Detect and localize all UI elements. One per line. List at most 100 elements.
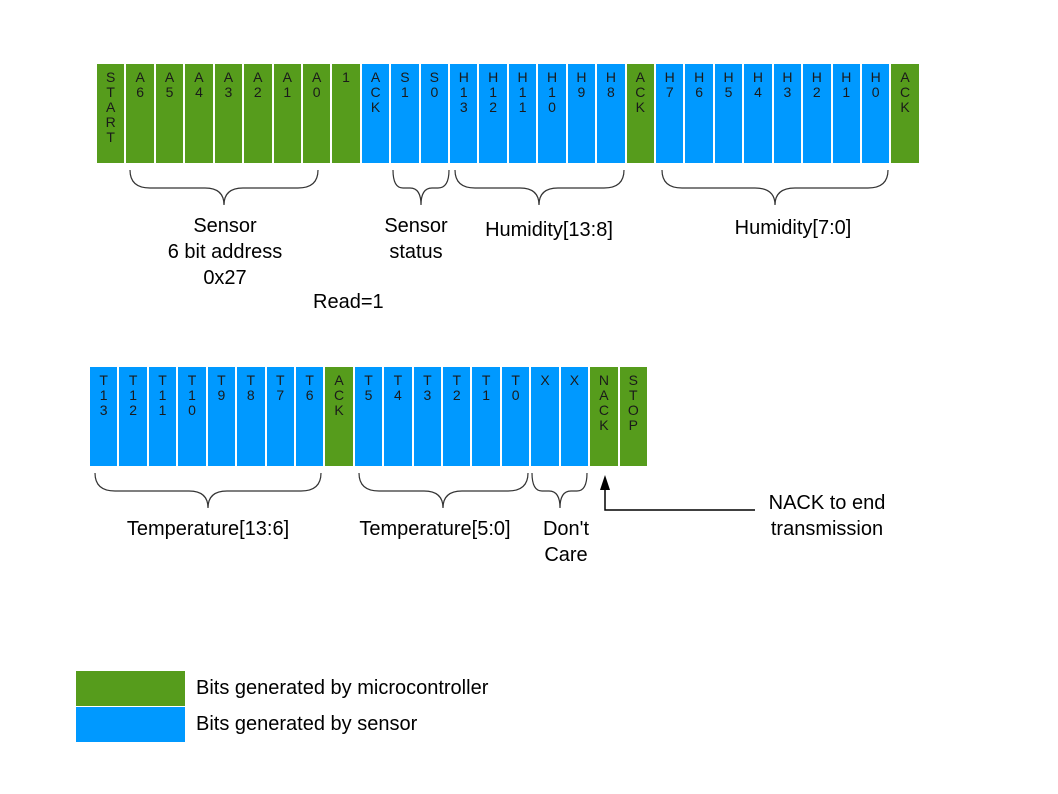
bit-label: T 5 <box>364 372 373 403</box>
bit-label: A C K <box>370 69 381 115</box>
bit-cell-t1: T 1 <box>472 367 502 466</box>
bit-label: H 1 1 <box>517 69 528 115</box>
bit-cell-a1: A 1 <box>273 64 303 163</box>
bit-label: A 6 <box>135 69 145 100</box>
bit-cell-h1: H 1 <box>832 64 862 163</box>
bit-label: H 2 <box>811 69 822 100</box>
bit-label: H 5 <box>723 69 734 100</box>
brace-dont-care <box>531 472 588 509</box>
bit-cell-a6: A 6 <box>126 64 156 163</box>
bit-cell-a0: A 0 <box>302 64 333 163</box>
bit-cell-h6: H 6 <box>685 64 715 163</box>
bit-label: T 1 0 <box>187 372 197 418</box>
bit-label: S T A R T <box>105 69 116 145</box>
bit-label: A 5 <box>164 69 175 100</box>
bit-label: H 8 <box>605 69 616 100</box>
bit-cell-s1: S 1 <box>391 64 421 163</box>
bit-cell-a2: A 2 <box>244 64 274 163</box>
brace-sensor-status <box>392 169 450 206</box>
bit-label: T 1 3 <box>99 372 108 418</box>
bit-cell-t2: T 2 <box>443 367 473 466</box>
bit-label: 1 <box>342 69 350 85</box>
bit-cell-t10: T 1 0 <box>178 367 208 466</box>
bit-label: X <box>540 372 550 388</box>
bit-cell-stop: S T O P <box>619 367 648 466</box>
bit-label: A 1 <box>282 69 292 100</box>
brace-temperature-low <box>358 472 529 509</box>
bit-cell-x: X <box>531 367 561 466</box>
bit-cell-h9: H 9 <box>567 64 598 163</box>
bit-cell-h12: H 1 2 <box>479 64 509 163</box>
label-nack-note: NACK to end transmission <box>768 492 886 540</box>
brace-humidity-high <box>454 169 625 206</box>
bit-cell-t12: T 1 2 <box>119 367 149 466</box>
bit-label: T 1 <box>481 372 491 403</box>
bit-cell-h10: H 1 0 <box>538 64 568 163</box>
bit-label: T 6 <box>305 372 314 403</box>
bit-cell-t11: T 1 1 <box>148 367 179 466</box>
bit-cell-h3: H 3 <box>773 64 804 163</box>
legend-label-sensor: Bits generated by sensor <box>196 713 418 735</box>
bit-cell-a5: A 5 <box>155 64 186 163</box>
brace-sensor-address <box>129 169 319 206</box>
bit-label: H 9 <box>576 69 587 100</box>
nack-arrow-head <box>600 475 610 490</box>
bit-cell-h7: H 7 <box>656 64 686 163</box>
brace-temperature-high <box>94 472 322 509</box>
bit-label: T 7 <box>275 372 285 403</box>
bit-label: T 1 2 <box>128 372 138 418</box>
label-temperature-low: Temperature[5:0] <box>359 518 511 540</box>
label-temperature-high: Temperature[13:6] <box>126 518 290 540</box>
bit-label: T 3 <box>423 372 432 403</box>
bit-cell-h5: H 5 <box>714 64 745 163</box>
label-read-bit: Read=1 <box>313 291 384 313</box>
bit-label: H 0 <box>870 69 881 100</box>
bit-cell-ack: A C K <box>361 64 392 163</box>
bit-cell-x: X <box>560 367 591 466</box>
label-sensor-address: Sensor 6 bit address 0x27 <box>167 215 283 289</box>
bit-cell-t6: T 6 <box>295 367 326 466</box>
bit-label: S 0 <box>429 69 440 100</box>
bit-label: S T O P <box>627 372 639 433</box>
bit-cell-h13: H 1 3 <box>450 64 480 163</box>
label-humidity-high: Humidity[13:8] <box>485 219 613 241</box>
label-sensor-status: Sensor status <box>384 215 448 263</box>
bit-cell-t9: T 9 <box>207 367 238 466</box>
bit-label: A 0 <box>311 69 322 100</box>
label-dont-care: Don't Care <box>542 518 590 566</box>
bit-label: T 9 <box>217 372 226 403</box>
bit-label: H 1 3 <box>458 69 469 115</box>
bit-cell-t7: T 7 <box>266 367 296 466</box>
bit-cell-ack: A C K <box>626 64 657 163</box>
bit-cell-ack: A C K <box>325 367 355 466</box>
bit-cell-h4: H 4 <box>744 64 774 163</box>
bit-label: T 2 <box>452 372 462 403</box>
bit-cell-h0: H 0 <box>861 64 892 163</box>
legend-label-microcontroller: Bits generated by microcontroller <box>196 677 489 699</box>
bit-label: A 3 <box>223 69 234 100</box>
bit-cell-h2: H 2 <box>803 64 833 163</box>
bit-label: A C K <box>635 69 646 115</box>
bit-label: T 4 <box>393 372 403 403</box>
bit-label: A 2 <box>253 69 263 100</box>
bit-cell-s0: S 0 <box>420 64 451 163</box>
bit-label: H 1 0 <box>546 69 558 115</box>
bit-cell-a4: A 4 <box>185 64 215 163</box>
bit-cell-ack: A C K <box>891 64 919 163</box>
bit-label: H 6 <box>694 69 705 100</box>
nack-arrow-line <box>604 488 755 511</box>
bit-cell-t5: T 5 <box>354 367 385 466</box>
bit-cell-nack: N A C K <box>590 367 620 466</box>
bit-cell-a3: A 3 <box>214 64 245 163</box>
legend-swatch-sensor <box>76 707 185 742</box>
bit-label: S 1 <box>400 69 410 100</box>
bit-cell-start: S T A R T <box>97 64 127 163</box>
bit-label: H 1 2 <box>488 69 499 115</box>
bit-label: A C K <box>900 69 911 115</box>
bit-label: H 7 <box>664 69 675 100</box>
bit-cell-t3: T 3 <box>413 367 444 466</box>
bit-cell-h8: H 8 <box>597 64 627 163</box>
bit-cell-t0: T 0 <box>501 367 532 466</box>
